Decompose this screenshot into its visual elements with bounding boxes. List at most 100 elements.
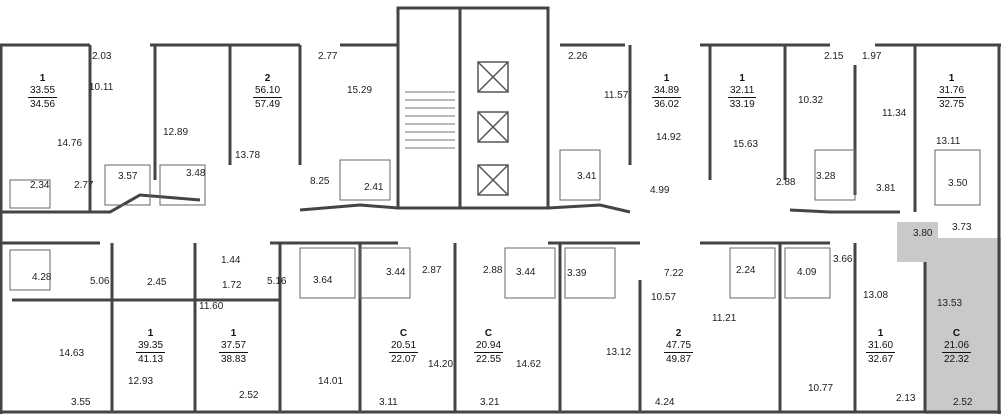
apartment-area-with-balcony: 36.02: [654, 99, 680, 110]
room-area-label: 3.64: [313, 275, 333, 286]
room-area-label: 11.60: [199, 301, 224, 312]
room-area-label: 2.52: [239, 390, 259, 401]
room-area-label: 15.29: [347, 85, 373, 96]
room-area-label: 14.01: [318, 376, 344, 387]
apartment-total-area: 34.89: [652, 85, 682, 98]
apartment-total-area: 37.57: [219, 340, 249, 353]
room-area-label: 14.20: [428, 359, 454, 370]
room-area-label: 1.44: [221, 255, 241, 266]
room-area-label: 12.93: [128, 376, 154, 387]
room-area-label: 3.80: [913, 228, 933, 239]
room-area-label: 12.89: [163, 127, 189, 138]
room-area-label: 13.53: [937, 298, 963, 309]
room-area-label: 3.44: [386, 267, 406, 278]
apartment-rooms: С: [952, 328, 961, 339]
apartment-rooms: 1: [663, 73, 670, 84]
apartment-rooms: 1: [39, 73, 46, 84]
apartment-total-area: 56.10: [253, 85, 283, 98]
apartment-total-area: 21.06: [942, 340, 972, 353]
room-area-label: 14.63: [59, 348, 85, 359]
room-area-label: 4.28: [32, 272, 52, 283]
room-area-label: 2.88: [483, 265, 503, 276]
room-area-label: 15.63: [733, 139, 759, 150]
room-area-label: 2.34: [30, 180, 50, 191]
room-area-label: 2.26: [568, 51, 588, 62]
room-area-label: 2.88: [776, 177, 796, 188]
room-area-label: 11.34: [882, 108, 907, 119]
apartment-total-area: 20.94: [474, 340, 504, 353]
room-area-label: 1.72: [222, 280, 242, 291]
apartment-rooms: 1: [147, 328, 154, 339]
apartment-area-with-balcony: 22.55: [476, 354, 502, 365]
room-area-label: 3.50: [948, 178, 968, 189]
room-area-label: 3.81: [876, 183, 896, 194]
room-area-label: 14.76: [57, 138, 83, 149]
room-area-label: 3.21: [480, 397, 500, 408]
room-area-label: 2.77: [74, 180, 94, 191]
room-area-label: 10.57: [651, 292, 677, 303]
apartment-total-area: 31.76: [937, 85, 967, 98]
room-area-label: 3.28: [816, 171, 836, 182]
apartment-rooms: 1: [877, 328, 884, 339]
room-area-label: 3.41: [577, 171, 597, 182]
apartment-area-with-balcony: 49.87: [666, 354, 692, 365]
highlighted-apartment-area[interactable]: [897, 222, 1001, 414]
room-area-label: 3.11: [379, 397, 398, 408]
room-area-label: 1.97: [862, 51, 882, 62]
apartment-rooms: 2: [264, 73, 271, 84]
apartment-rooms: 1: [739, 73, 745, 84]
room-area-label: 3.48: [186, 168, 206, 179]
room-area-label: 14.92: [656, 132, 682, 143]
room-area-label: 2.87: [422, 265, 442, 276]
room-area-label: 3.39: [567, 268, 587, 279]
room-area-label: 5.06: [90, 276, 110, 287]
room-area-label: 14.62: [516, 359, 542, 370]
apartment-total-area: 31.60: [866, 340, 896, 353]
apartment-area-with-balcony: 22.07: [391, 354, 417, 365]
room-area-label: 2.45: [147, 277, 167, 288]
apartment-area-with-balcony: 57.49: [255, 99, 281, 110]
room-area-label: 2.13: [896, 393, 916, 404]
apartment-rooms: 2: [675, 328, 682, 339]
room-area-label: 13.08: [863, 290, 889, 301]
apartment-rooms: С: [399, 328, 408, 339]
room-area-label: 13.78: [235, 150, 261, 161]
room-area-label: 4.24: [655, 397, 675, 408]
apartment-area-with-balcony: 32.75: [939, 99, 965, 110]
apartment-area-with-balcony: 34.56: [30, 99, 56, 110]
room-area-label: 8.25: [310, 176, 330, 187]
room-area-label: 5.16: [267, 276, 287, 287]
room-area-label: 4.99: [650, 185, 670, 196]
apartment-rooms: 1: [230, 328, 237, 339]
apartment-total-area: 20.51: [389, 340, 419, 353]
apartment-area-with-balcony: 33.19: [729, 99, 755, 110]
room-area-label: 13.11: [936, 136, 961, 147]
room-area-label: 3.66: [833, 254, 853, 265]
apartment-area-with-balcony: 22.32: [944, 354, 970, 365]
apartment-area-with-balcony: 32.67: [868, 354, 894, 365]
room-area-label: 10.11: [89, 82, 114, 93]
apartment-total-area: 47.75: [664, 340, 694, 353]
room-area-label: 2.24: [736, 265, 756, 276]
apartment-total-area: 33.55: [28, 85, 58, 98]
apartment-total-area: 32.11: [728, 85, 757, 98]
room-area-label: 10.32: [798, 95, 824, 106]
apartment-rooms: С: [484, 328, 493, 339]
room-area-label: 13.12: [606, 347, 632, 358]
apartment-rooms: 1: [948, 73, 955, 84]
sanitary-fixtures: [9, 149, 981, 299]
room-area-label: 4.09: [797, 267, 817, 278]
room-area-label: 11.21: [712, 313, 737, 324]
